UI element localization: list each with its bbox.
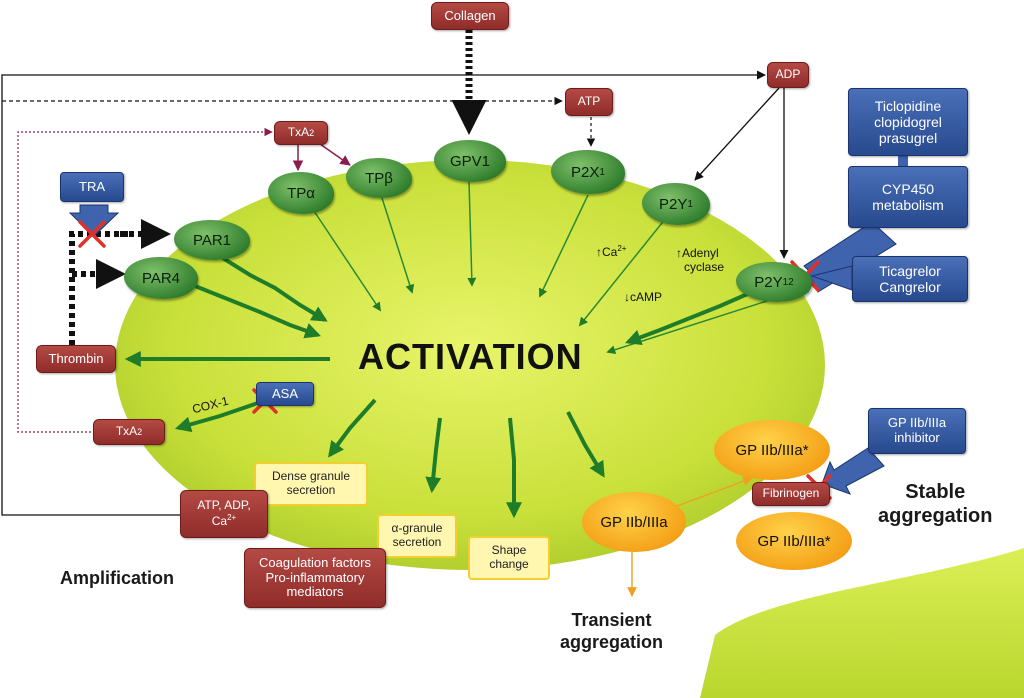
stable-aggregation-label: Stable aggregation	[878, 480, 992, 528]
thienopyridine-box: Ticlopidine clopidogrel prasugrel	[848, 88, 968, 156]
gp-iib-iiia-active-bottom: GP IIb/IIIa*	[736, 512, 852, 570]
p2y12-text: P2Y	[754, 273, 783, 291]
adenyl-line: ↑Adenyl	[676, 246, 719, 260]
alpha-granule-box: α-granule secretion	[377, 514, 457, 558]
coag-text-3: mediators	[286, 584, 344, 600]
receptor-par4: PAR4	[124, 257, 198, 299]
cyp450-box: CYP450 metabolism	[848, 166, 968, 228]
adp-to-p2y1	[694, 87, 780, 181]
p2y12-sub: 12	[782, 276, 794, 288]
coag-text-1: Coagulation factors	[258, 554, 371, 570]
coagulation-box: Coagulation factors Pro-inflammatory med…	[244, 548, 386, 608]
fibrinogen-box: Fibrinogen	[752, 482, 830, 506]
transient-text-2: aggregation	[560, 631, 664, 652]
gp-inhibitor-arrow	[821, 447, 885, 495]
adenyl-cyclase-label: ↑Adenyl cyclase	[676, 246, 724, 275]
cyclase-line: cyclase	[684, 260, 725, 275]
cyp450-text: CYP450	[881, 180, 935, 197]
gp-inhibitor-text-1: GP IIb/IIIa	[887, 415, 947, 431]
gp-iib-iiia-inactive: GP IIb/IIIa	[582, 492, 686, 552]
clopidogrel-text: clopidogrel	[874, 113, 942, 130]
asa-box: ASA	[256, 382, 314, 406]
atp-adp-text: ATP, ADP,	[197, 498, 251, 513]
p2y1-sub: 1	[687, 198, 693, 210]
thrombin-box: Thrombin	[36, 345, 116, 373]
ca-text: Ca	[602, 245, 618, 259]
receptor-signal-arrows	[309, 181, 771, 355]
ticlopidine-text: Ticlopidine	[874, 97, 942, 114]
dense-granule-text-1: Dense granule	[271, 469, 351, 484]
metabolism-text: metabolism	[872, 197, 944, 213]
second-platelet	[700, 548, 1024, 698]
collagen-box: Collagen	[431, 2, 509, 30]
alpha-granule-text-1: α-granule	[391, 521, 443, 536]
p2x1-sub: 1	[599, 166, 605, 178]
adp-box: ADP	[767, 62, 809, 88]
adp-feedback-line	[1, 70, 766, 516]
txa2-top-sub: 2	[309, 127, 315, 138]
camp-label: ↓cAMP	[624, 290, 663, 304]
txa2-to-tpb	[319, 143, 351, 166]
cangrelor-text: Cangrelor	[879, 279, 941, 295]
p2x1-text: P2X	[571, 163, 600, 181]
calcium-label: ↑Ca2+	[596, 244, 627, 259]
receptor-tpa: TPα	[268, 172, 334, 214]
gp-inhibitor-box: GP IIb/IIIa inhibitor	[868, 408, 966, 454]
ca-product-sup: 2+	[227, 513, 237, 522]
receptor-par1: PAR1	[174, 220, 250, 260]
shape-text: Shape	[491, 543, 527, 558]
gp-inhibitor-text-2: inhibitor	[894, 430, 940, 445]
shape-change-box: Shape change	[468, 536, 550, 580]
to-stable-arrow	[671, 476, 753, 509]
ca-product-text: Ca	[211, 514, 228, 528]
adenyl-text: Adenyl	[682, 246, 719, 260]
dense-granule-text-2: secretion	[286, 483, 336, 497]
gp-iib-iiia-active-top: GP IIb/IIIa*	[714, 420, 830, 480]
txa2-left-text: TxA	[115, 424, 138, 439]
transient-aggregation-label: Transient aggregation	[560, 610, 663, 653]
txa2-feedback-line	[17, 127, 273, 433]
amplification-label: Amplification	[60, 568, 175, 588]
ca-product-line: Ca2+	[212, 513, 236, 529]
cyp450-connector	[898, 156, 908, 168]
camp-text: cAMP	[630, 290, 663, 304]
atp-box: ATP	[565, 88, 613, 116]
ticagrelor-text: Ticagrelor	[879, 262, 941, 279]
stable-text-1: Stable	[905, 481, 966, 503]
alpha-granule-text-2: secretion	[392, 535, 442, 549]
ca-sup: 2+	[617, 244, 627, 253]
thrombin-to-par-line	[69, 231, 130, 345]
p2y1-text: P2Y	[659, 195, 688, 213]
stable-text-2: aggregation	[878, 505, 993, 527]
ticagrelor-box: Ticagrelor Cangrelor	[852, 256, 968, 302]
activation-title: ACTIVATION	[358, 336, 583, 377]
transient-text-1: Transient	[571, 610, 652, 630]
receptor-tpb: TPβ	[346, 158, 412, 198]
atp-adp-ca-box: ATP, ADP, Ca2+	[180, 490, 268, 538]
txa2-left-sub: 2	[137, 426, 143, 437]
dense-granule-box: Dense granule secretion	[254, 462, 368, 506]
prasugrel-text: prasugrel	[878, 130, 938, 147]
change-text: change	[489, 557, 529, 571]
tra-arrow	[68, 204, 120, 237]
tra-box: TRA	[60, 172, 124, 202]
receptor-gpv1: GPV1	[434, 140, 506, 182]
coag-text-2: Pro-inflammatory	[265, 569, 365, 585]
txa2-top-text: TxA	[287, 125, 310, 140]
